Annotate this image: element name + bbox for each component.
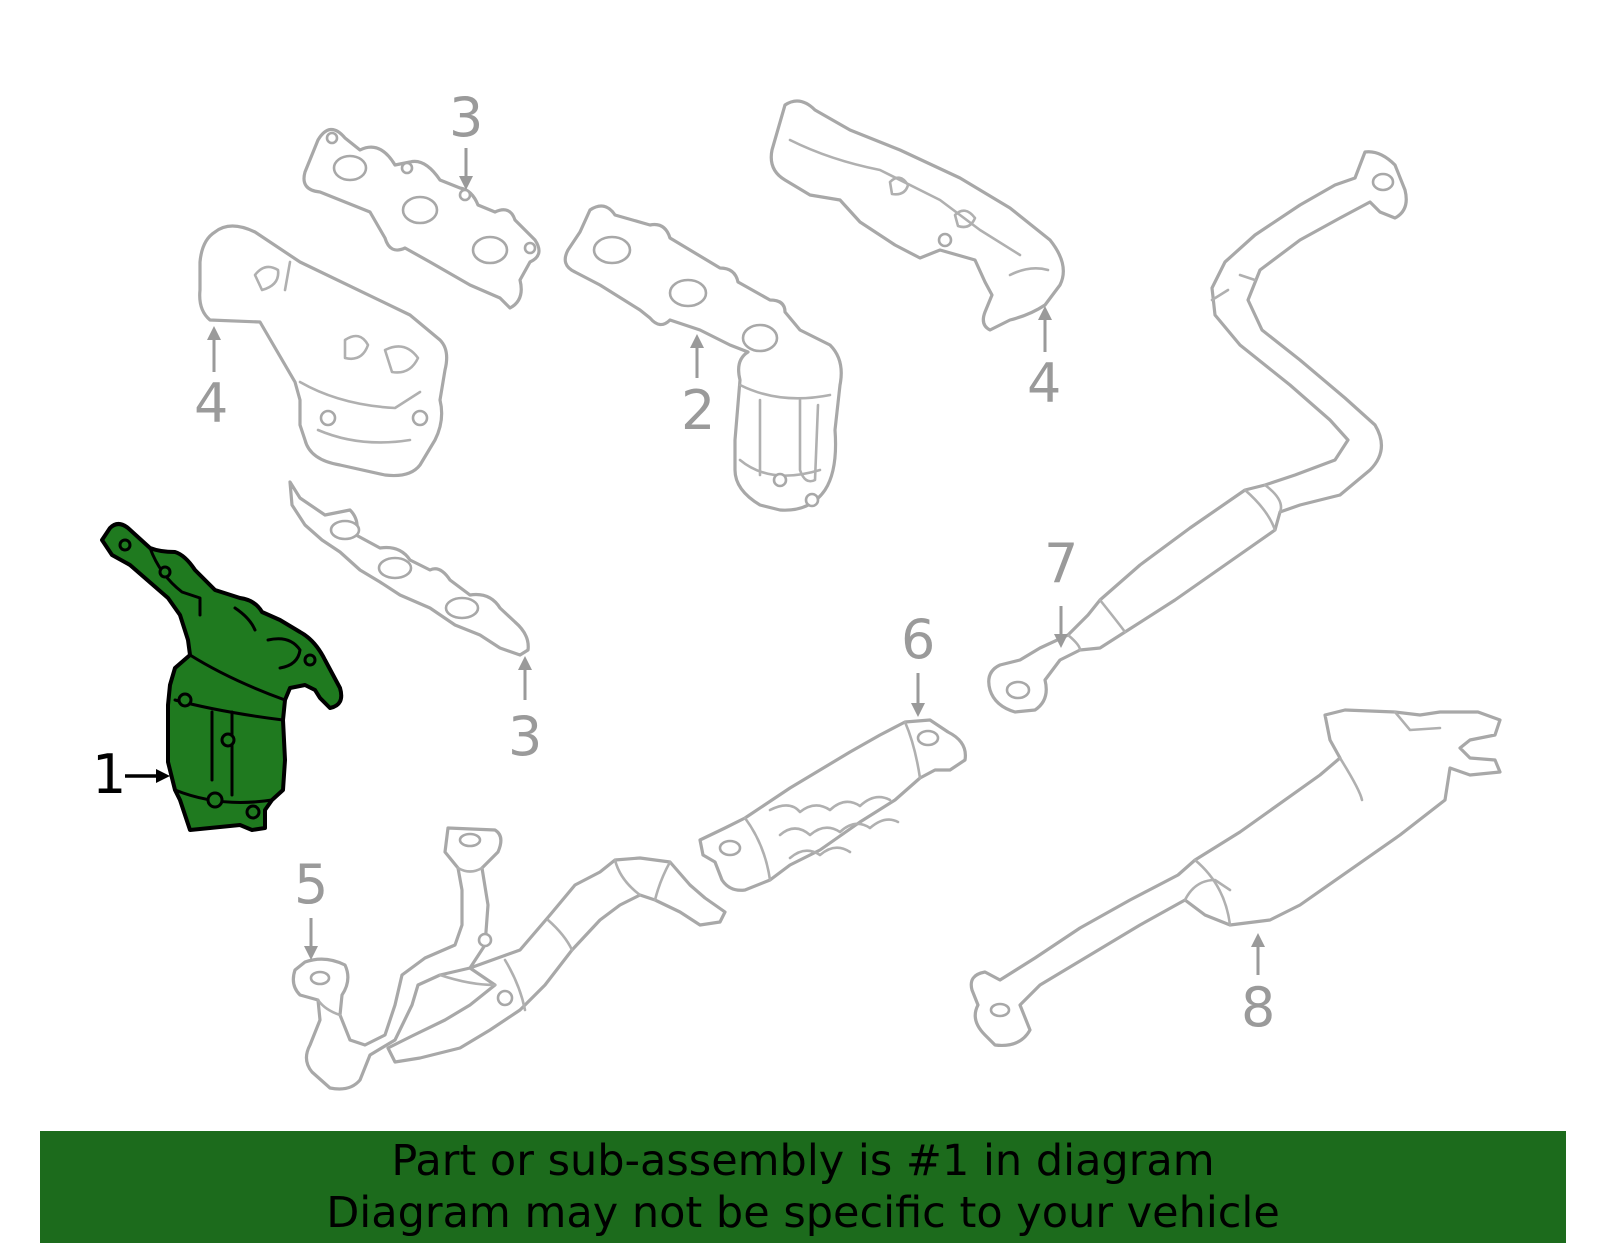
- part-7-center-pipe[interactable]: [987, 150, 1408, 714]
- info-banner: Part or sub-assembly is #1 in diagram Di…: [40, 1131, 1566, 1243]
- part-2-exhaust-manifold[interactable]: [563, 204, 843, 512]
- part-3-lower-gasket[interactable]: [288, 480, 530, 657]
- part-3-upper-gasket[interactable]: [302, 127, 541, 310]
- part-4-left-heat-shield[interactable]: [198, 224, 449, 478]
- part-6-catalytic-converter[interactable]: [698, 718, 967, 892]
- banner-line-2: Diagram may not be specific to your vehi…: [326, 1188, 1280, 1238]
- callout-labels: 1 2 3 3 4 4 5 6 7 8: [92, 86, 1275, 1039]
- callout-3-lower: 3: [508, 705, 542, 768]
- part-1-manifold-converter-highlighted[interactable]: [100, 522, 344, 832]
- part-8-muffler[interactable]: [969, 708, 1502, 1048]
- callout-2: 2: [681, 379, 715, 442]
- part-5-front-pipe[interactable]: [291, 826, 727, 1091]
- callout-1: 1: [92, 743, 126, 806]
- part-4-right-heat-shield[interactable]: [769, 99, 1065, 332]
- callout-4-left: 4: [194, 372, 228, 435]
- callout-7: 7: [1044, 532, 1078, 595]
- callout-arrows: [125, 148, 1265, 975]
- banner-line-1: Part or sub-assembly is #1 in diagram: [391, 1136, 1215, 1186]
- callout-6: 6: [901, 608, 935, 671]
- callout-5: 5: [294, 853, 328, 916]
- callout-8: 8: [1241, 976, 1275, 1039]
- callout-4-right: 4: [1027, 352, 1061, 415]
- callout-3-upper: 3: [449, 86, 483, 149]
